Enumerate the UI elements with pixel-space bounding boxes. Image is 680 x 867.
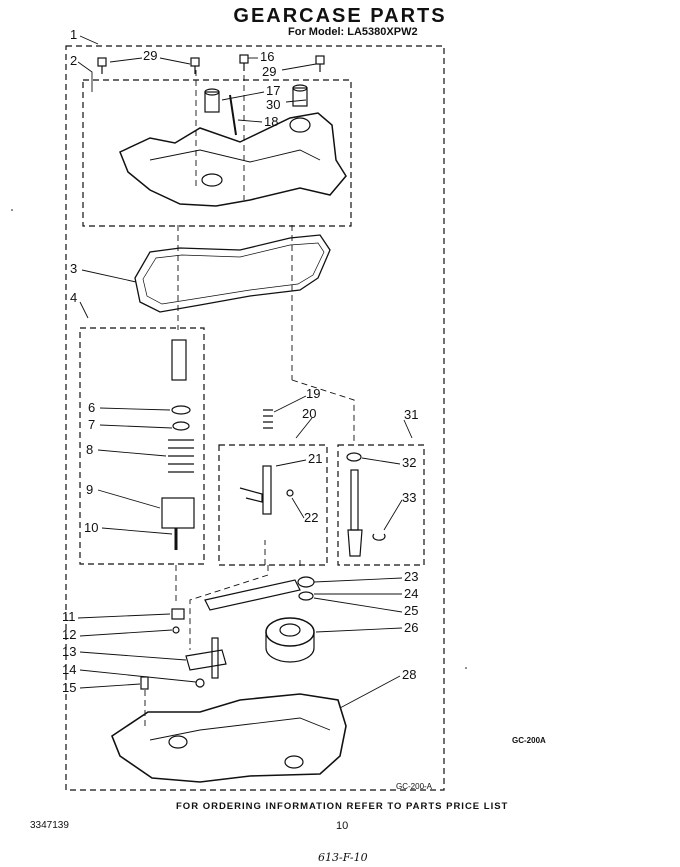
leader-lines xyxy=(77,35,413,709)
page-title: GEARCASE PARTS xyxy=(233,5,447,27)
callout-label: 14 xyxy=(62,662,77,677)
callout-label: 13 xyxy=(62,644,77,659)
callout-label: 4 xyxy=(70,290,78,305)
callout-label: 30 xyxy=(266,97,281,112)
callout-label: 22 xyxy=(304,510,319,525)
callout-label: 18 xyxy=(264,114,279,129)
callout-label: 7 xyxy=(88,417,96,432)
callout-label: 9 xyxy=(86,482,94,497)
handwritten-note: 613-F-10 xyxy=(318,851,368,864)
bushings xyxy=(204,84,308,136)
callout-label: 29 xyxy=(143,48,158,63)
callout-label: 25 xyxy=(404,603,419,618)
ordering-note: FOR ORDERING INFORMATION REFER TO PARTS … xyxy=(176,801,509,812)
callout-label: 31 xyxy=(404,407,419,422)
callout-label: 20 xyxy=(302,406,317,421)
callout-label: 24 xyxy=(404,586,419,601)
shaft-assembly xyxy=(161,339,195,550)
assembly-box-31 xyxy=(337,444,425,566)
gearcase-cover xyxy=(119,112,347,207)
assembly-box-20 xyxy=(218,444,328,566)
callout-label: 11 xyxy=(62,609,76,624)
callout-label: 19 xyxy=(306,386,321,401)
callout-label: 10 xyxy=(84,520,99,535)
callout-label: 21 xyxy=(308,451,323,466)
document-number: 3347139 xyxy=(30,820,69,831)
callout-label: 6 xyxy=(88,400,96,415)
assembly-boxes xyxy=(65,45,445,791)
pinion-assembly xyxy=(346,452,386,557)
callout-label: 26 xyxy=(404,620,419,635)
callout-label: 15 xyxy=(62,680,77,695)
assembly-box-1 xyxy=(65,45,445,791)
figure-code-box: GC-200-A xyxy=(396,782,433,791)
callout-label: 2 xyxy=(70,53,78,68)
assembly-box-2 xyxy=(82,79,352,227)
callout-label: 3 xyxy=(70,261,78,276)
shifter-assembly xyxy=(239,409,294,515)
figure-code: GC-200A xyxy=(512,736,546,745)
callout-label: 23 xyxy=(404,569,419,584)
callout-label: 1 xyxy=(70,27,78,42)
callout-label: 28 xyxy=(402,667,417,682)
screw-parts xyxy=(97,54,325,74)
callout-label: 8 xyxy=(86,442,94,457)
page-number: 10 xyxy=(336,820,349,832)
connecting-arm-and-gear xyxy=(204,576,315,663)
callout-label: 16 xyxy=(260,49,275,64)
gasket xyxy=(134,234,331,313)
model-line: For Model: LA5380XPW2 xyxy=(288,26,418,38)
gearcase-body xyxy=(111,693,347,783)
callout-label: 12 xyxy=(62,627,77,642)
crank-assembly xyxy=(185,637,227,688)
callout-label: 29 xyxy=(262,64,277,79)
callout-label: 32 xyxy=(402,455,417,470)
guide-lines xyxy=(144,65,355,730)
assembly-box-4 xyxy=(79,327,205,565)
callout-label: 33 xyxy=(402,490,417,505)
callout-label: 17 xyxy=(266,83,281,98)
